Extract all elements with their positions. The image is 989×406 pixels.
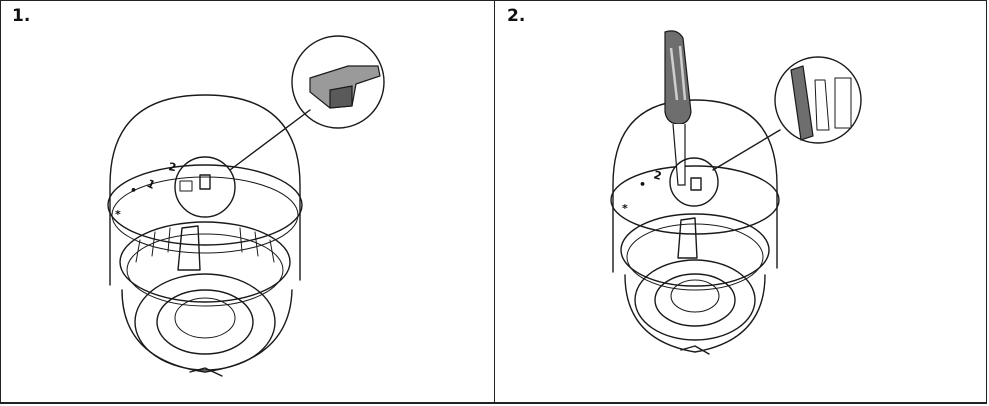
valve-core	[174, 297, 236, 339]
valve-core	[670, 279, 720, 313]
callout-leader	[712, 129, 781, 171]
thermostat-head-illustration-1: 2 1 • *	[107, 35, 385, 377]
dial-mark-star: *	[115, 208, 121, 221]
base-notch	[680, 345, 710, 355]
bottom-rule	[0, 402, 987, 404]
thermostat-dome	[612, 99, 778, 273]
dial-mark-dot: •	[639, 178, 646, 191]
ridged-collar	[620, 213, 770, 287]
valve-opening	[134, 273, 276, 371]
panel-divider	[494, 0, 495, 404]
screwdriver-icon	[664, 30, 692, 186]
dial-mark-dot: •	[130, 184, 137, 197]
valve-opening-inner	[654, 273, 736, 327]
collar-ridges	[135, 227, 275, 263]
zoom-callout	[291, 35, 385, 129]
thermostat-dome	[109, 94, 301, 286]
valve-opening-inner	[156, 289, 254, 355]
thermostat-head-illustration-2: 2 • *	[610, 30, 862, 355]
dial-ring-inner	[111, 176, 299, 254]
index-tab	[690, 177, 702, 191]
dial-mark-2: 2	[652, 168, 663, 183]
screwdriver-tip-detail	[790, 65, 852, 141]
clip-slot	[179, 180, 193, 192]
collar-clip	[677, 217, 698, 259]
thermostat-base	[624, 274, 766, 353]
valve-opening	[634, 259, 756, 341]
dial-ring	[610, 165, 780, 235]
thermostat-base	[121, 289, 293, 373]
dial-ring	[107, 164, 303, 246]
base-notch	[189, 367, 223, 377]
ridged-collar-inner	[126, 233, 284, 307]
clip-wedge-detail	[309, 65, 381, 109]
step-2-panel: 2. 2 • *	[495, 0, 987, 402]
step-1-number: 1.	[12, 6, 31, 26]
callout-source-circle	[174, 156, 236, 218]
dial-mark-2: 2	[167, 160, 177, 174]
dial-mark-star: *	[622, 202, 628, 215]
callout-leader	[229, 109, 311, 171]
collar-clip	[177, 225, 201, 271]
zoom-callout	[774, 56, 862, 144]
dial-mark-1: 1	[145, 177, 157, 192]
step-2-number: 2.	[507, 6, 526, 26]
ridged-collar	[119, 221, 291, 303]
step-1-panel: 1. 2 1 • *	[0, 0, 494, 402]
callout-source-circle	[669, 157, 719, 207]
index-tab	[199, 174, 211, 190]
